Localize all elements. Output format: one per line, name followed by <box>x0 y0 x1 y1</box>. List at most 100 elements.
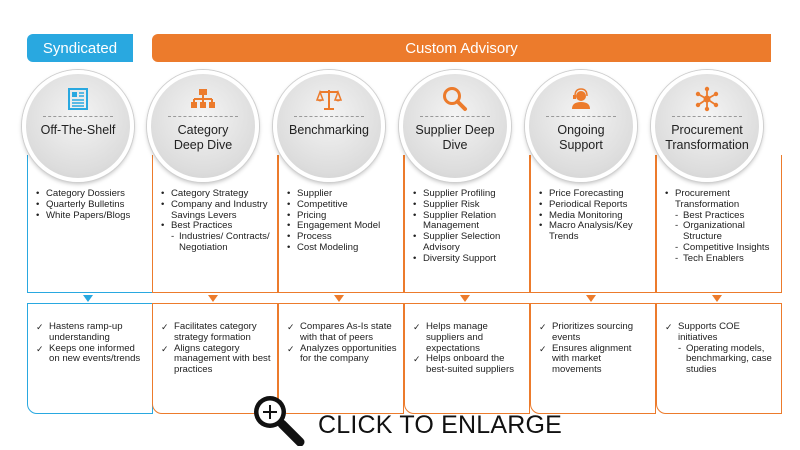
offerings-list: Supplier ProfilingSupplier RiskSupplier … <box>413 188 523 265</box>
benefit-item: Hastens ramp-up understanding <box>36 321 146 344</box>
benefit-item: Prioritizes sourcing events <box>539 321 649 344</box>
service-circle: Benchmarking <box>273 70 385 182</box>
service-title-line: Transformation <box>665 138 749 152</box>
benefit-item: Operating models, benchmarking, case stu… <box>665 343 775 376</box>
benefits-box: Facilitates category strategy formationA… <box>152 303 278 414</box>
offering-item: Supplier Profiling <box>413 188 523 200</box>
service-column: Supplier ProfilingSupplier RiskSupplier … <box>399 0 532 450</box>
benefit-item: Helps onboard the best-suited suppliers <box>413 354 523 376</box>
benefit-item: Keeps one informed on new events/trends <box>36 343 146 366</box>
service-column: Procurement TransformationBest Practices… <box>651 0 784 450</box>
offering-item: White Papers/Blogs <box>36 210 146 222</box>
down-arrow-icon <box>208 295 218 302</box>
benefits-list: Hastens ramp-up understandingKeeps one i… <box>36 321 146 366</box>
offering-item: Diversity Support <box>413 253 523 265</box>
offering-item: Procurement Transformation <box>665 188 775 211</box>
service-title-line: Support <box>559 138 603 152</box>
divider <box>420 116 490 117</box>
benefits-box: Helps manage suppliers and expectationsH… <box>404 303 530 414</box>
service-title-line: Off-The-Shelf <box>40 123 116 137</box>
benefits-box: Supports COE initiativesOperating models… <box>656 303 782 414</box>
benefit-item: Analyzes opportunities for the company <box>287 343 397 366</box>
offering-item: Supplier Relation Management <box>413 210 523 233</box>
divider <box>294 116 364 117</box>
service-title-line: Ongoing <box>557 123 605 137</box>
service-title-line: Benchmarking <box>289 123 369 137</box>
benefit-item: Helps manage suppliers and expectations <box>413 321 523 354</box>
service-title-line: Category <box>177 123 229 137</box>
syndicated-banner: Syndicated <box>27 34 133 62</box>
offering-item: Process <box>287 231 397 243</box>
magnifier-icon <box>442 86 468 112</box>
benefit-item: Ensures alignment with market movements <box>539 343 649 376</box>
offering-item: Supplier Risk <box>413 199 523 211</box>
offering-item: Engagement Model <box>287 221 397 232</box>
offerings-box: Supplier ProfilingSupplier RiskSupplier … <box>404 155 530 293</box>
benefits-list: Compares As-Is state with that of peersA… <box>287 321 397 366</box>
service-title: Benchmarking <box>279 123 379 138</box>
service-title: Off-The-Shelf <box>28 123 128 138</box>
click-to-enlarge[interactable]: CLICK TO ENLARGE <box>250 392 562 446</box>
offering-item: Quarterly Bulletins <box>36 199 146 211</box>
offerings-list: Price ForecastingPeriodical ReportsMedia… <box>539 188 649 243</box>
service-circle: Off-The-Shelf <box>22 70 134 182</box>
service-column: Price ForecastingPeriodical ReportsMedia… <box>525 0 658 450</box>
custom-advisory-label: Custom Advisory <box>405 39 518 57</box>
service-column: Category DossiersQuarterly BulletinsWhit… <box>22 0 155 450</box>
support-agent-icon <box>569 86 593 112</box>
benefit-item: Supports COE initiatives <box>665 321 775 344</box>
offering-item: Supplier <box>287 188 397 200</box>
offering-item: Industries/ Contracts/ Negotiation <box>161 231 271 254</box>
offering-item: Cost Modeling <box>287 242 397 254</box>
service-title-line: Procurement <box>671 123 743 137</box>
down-arrow-icon <box>334 295 344 302</box>
divider <box>546 116 616 117</box>
scales-icon <box>316 86 342 112</box>
divider <box>43 116 113 117</box>
service-title-line: Supplier Deep <box>415 123 495 137</box>
benefits-list: Supports COE initiativesOperating models… <box>665 321 775 376</box>
service-title-line: Deep Dive <box>173 138 233 152</box>
offering-item: Company and Industry Savings Levers <box>161 199 271 222</box>
document-icon <box>67 86 89 112</box>
service-title-line: Dive <box>442 138 468 152</box>
service-column: Category StrategyCompany and Industry Sa… <box>147 0 280 450</box>
down-arrow-icon <box>586 295 596 302</box>
benefit-item: Facilitates category strategy formation <box>161 321 271 344</box>
offering-item: Supplier Selection Advisory <box>413 231 523 254</box>
offering-item: Tech Enablers <box>665 253 775 265</box>
offering-item: Category Strategy <box>161 188 271 200</box>
divider <box>168 116 238 117</box>
offering-item: Media Monitoring <box>539 210 649 222</box>
offering-item: Best Practices <box>161 221 271 232</box>
offerings-list: SupplierCompetitivePricingEngagement Mod… <box>287 188 397 254</box>
offerings-list: Category DossiersQuarterly BulletinsWhit… <box>36 188 146 222</box>
offering-item: Organizational Structure <box>665 221 775 243</box>
offering-item: Category Dossiers <box>36 188 146 200</box>
offering-item: Pricing <box>287 210 397 222</box>
down-arrow-icon <box>712 295 722 302</box>
offering-item: Macro Analysis/Key Trends <box>539 221 649 243</box>
offerings-list: Category StrategyCompany and Industry Sa… <box>161 188 271 254</box>
benefits-list: Helps manage suppliers and expectationsH… <box>413 321 523 376</box>
down-arrow-icon <box>460 295 470 302</box>
benefits-box: Compares As-Is state with that of peersA… <box>278 303 404 414</box>
zoom-in-icon <box>254 396 305 446</box>
click-to-enlarge-label: CLICK TO ENLARGE <box>318 410 563 439</box>
service-column: SupplierCompetitivePricingEngagement Mod… <box>273 0 406 450</box>
benefit-item: Aligns category management with best pra… <box>161 343 271 376</box>
offering-item: Price Forecasting <box>539 188 649 200</box>
network-icon <box>694 86 720 112</box>
benefits-list: Prioritizes sourcing eventsEnsures align… <box>539 321 649 376</box>
org-chart-icon <box>190 86 216 112</box>
benefits-box: Hastens ramp-up understandingKeeps one i… <box>27 303 153 414</box>
custom-advisory-banner: Custom Advisory <box>152 34 771 62</box>
offering-item: Best Practices <box>665 210 775 222</box>
